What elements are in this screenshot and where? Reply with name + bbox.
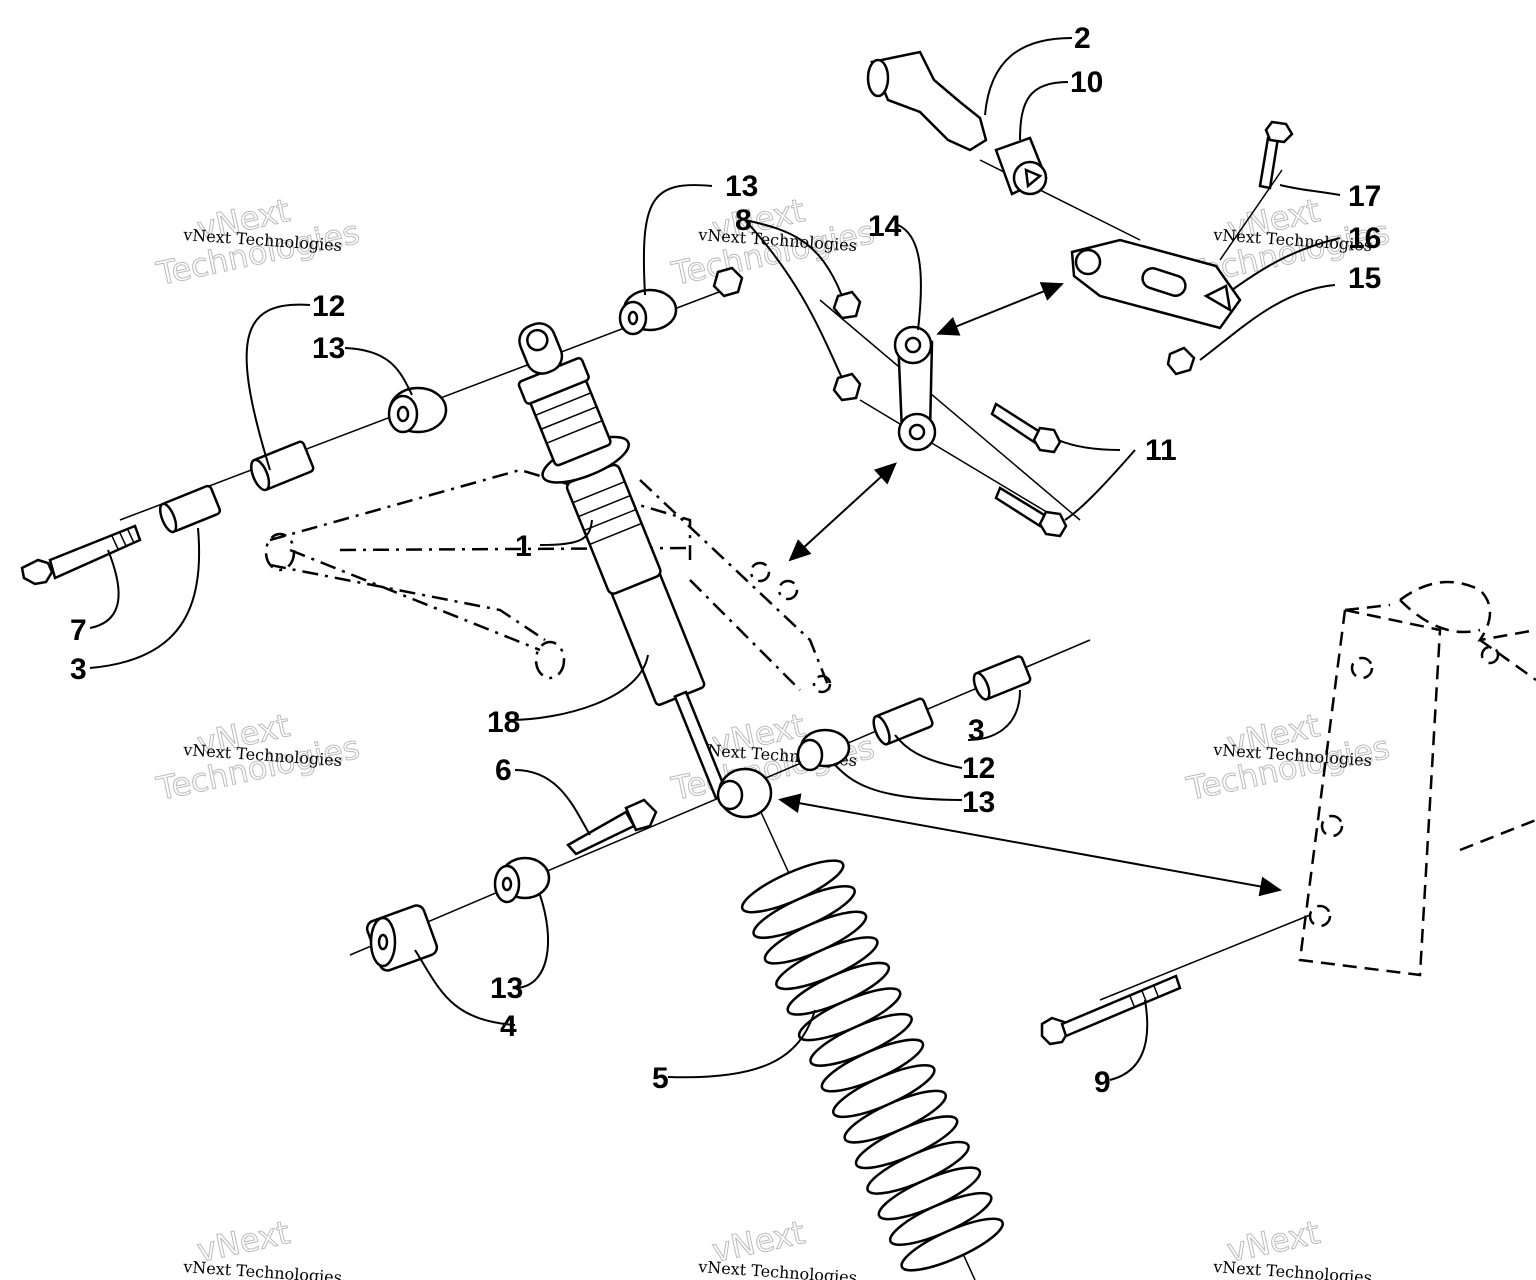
sleeve-12-upper[interactable]: [248, 440, 315, 493]
callout-16: 16: [1348, 222, 1381, 255]
spacer-4[interactable]: [365, 903, 439, 972]
callout-17: 17: [1348, 180, 1381, 213]
sleeve-3-lower[interactable]: [971, 655, 1032, 701]
callout-8: 8: [735, 204, 752, 237]
adjuster-tool-2[interactable]: [866, 50, 988, 152]
shock-absorber[interactable]: [489, 308, 765, 813]
callout-9: 9: [1094, 1066, 1111, 1099]
watermark-mid-left: Technologies vNext vNext Technologies: [152, 706, 363, 809]
a-arm-dashed: [264, 468, 832, 694]
bushing-13-lower-right[interactable]: [796, 728, 851, 772]
callout-6: 6: [495, 754, 512, 787]
watermark-bottom-center: vNext vNext Technologies: [697, 1213, 858, 1280]
callout-14: 14: [868, 210, 902, 243]
nut-15[interactable]: [1166, 346, 1196, 376]
callout-3-left: 3: [70, 653, 87, 686]
svg-text:vNext Technologies: vNext Technologies: [697, 1257, 858, 1280]
shock-lower-eye[interactable]: [716, 767, 773, 819]
callout-18: 18: [487, 706, 520, 739]
callout-4: 4: [500, 1010, 517, 1043]
grease-fitting-6[interactable]: [566, 798, 658, 856]
callout-12-lower: 12: [962, 752, 995, 785]
watermark-mid-right: Technologies vNext vNext Technologies: [1182, 706, 1393, 809]
callout-2: 2: [1074, 22, 1091, 55]
watermark-bottom-left: vNext vNext Technologies: [182, 1213, 343, 1280]
svg-text:vNext Technologies: vNext Technologies: [1212, 1257, 1373, 1280]
bushing-10[interactable]: [994, 136, 1048, 196]
callout-15: 15: [1348, 262, 1381, 295]
watermark-top-left: Technologies vNext vNext Technologies: [152, 191, 363, 294]
callouts: 1 2 3 3 4 5 6 7 8 9 10 11 12 12 13 13 13…: [70, 22, 1381, 1099]
bushing-13-upper-left[interactable]: [387, 386, 448, 434]
bushing-13-lower-left[interactable]: [493, 856, 551, 904]
watermark-top-right: Technologies vNext vNext Technologies: [1182, 191, 1393, 294]
reference-arrows: [778, 282, 1282, 897]
bolt-17[interactable]: [1258, 120, 1294, 190]
sleeve-3-upper[interactable]: [157, 484, 222, 534]
callout-13-top: 13: [725, 170, 758, 203]
svg-text:vNext Technologies: vNext Technologies: [182, 1257, 343, 1280]
watermark-bottom-right: vNext vNext Technologies: [1212, 1213, 1373, 1280]
callout-13-bottom: 13: [490, 972, 523, 1005]
nut-8-upper[interactable]: [832, 290, 862, 320]
bolt-11-lower[interactable]: [994, 486, 1068, 538]
callout-12-upper: 12: [312, 290, 345, 323]
chassis-bracket-dashed: [1298, 580, 1536, 977]
callout-5: 5: [652, 1062, 669, 1095]
callout-13-right: 13: [962, 786, 995, 819]
nut-8-top[interactable]: [712, 266, 744, 298]
axis-lines: [119, 159, 1311, 1280]
callout-13-left: 13: [312, 332, 345, 365]
leader-lines: [89, 37, 1341, 1081]
callout-1: 1: [515, 530, 532, 563]
bolt-7[interactable]: [20, 524, 142, 586]
callout-3-right: 3: [968, 714, 985, 747]
callout-11: 11: [1145, 434, 1177, 467]
coil-spring[interactable]: [737, 851, 1008, 1279]
link-arm-14[interactable]: [893, 325, 937, 452]
sleeve-12-lower[interactable]: [870, 697, 934, 747]
callout-10: 10: [1070, 66, 1103, 99]
adjuster-cam-16[interactable]: [1070, 238, 1242, 330]
bushing-13-upper-right[interactable]: [618, 288, 678, 336]
bolt-9[interactable]: [1040, 974, 1182, 1046]
callout-7: 7: [70, 614, 87, 647]
nut-8-lower[interactable]: [832, 372, 862, 402]
bolt-11-upper[interactable]: [990, 402, 1062, 454]
watermark-top-center: Technologies vNext vNext Technologies: [667, 191, 878, 294]
